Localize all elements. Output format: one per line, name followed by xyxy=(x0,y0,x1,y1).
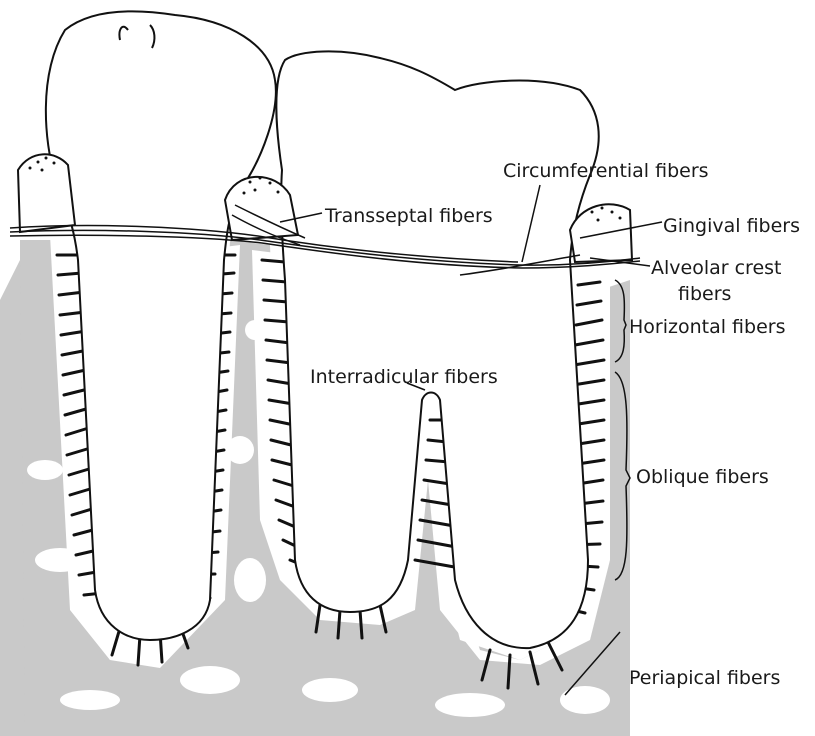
label-periapical-fibers: Periapical fibers xyxy=(629,667,780,689)
label-transseptal-fibers: Transseptal fibers xyxy=(325,205,493,227)
label-alveolar-crest-line2: fibers xyxy=(678,283,731,305)
label-horizontal-fibers: Horizontal fibers xyxy=(629,316,785,338)
label-alveolar-crest-line1: Alveolar crest xyxy=(651,257,782,279)
label-gingival-fibers: Gingival fibers xyxy=(663,215,800,237)
teeth xyxy=(46,11,599,648)
label-circumferential-fibers: Circumferential fibers xyxy=(503,160,709,182)
label-interradicular-fibers: Interradicular fibers xyxy=(310,366,498,388)
label-oblique-fibers: Oblique fibers xyxy=(636,466,769,488)
